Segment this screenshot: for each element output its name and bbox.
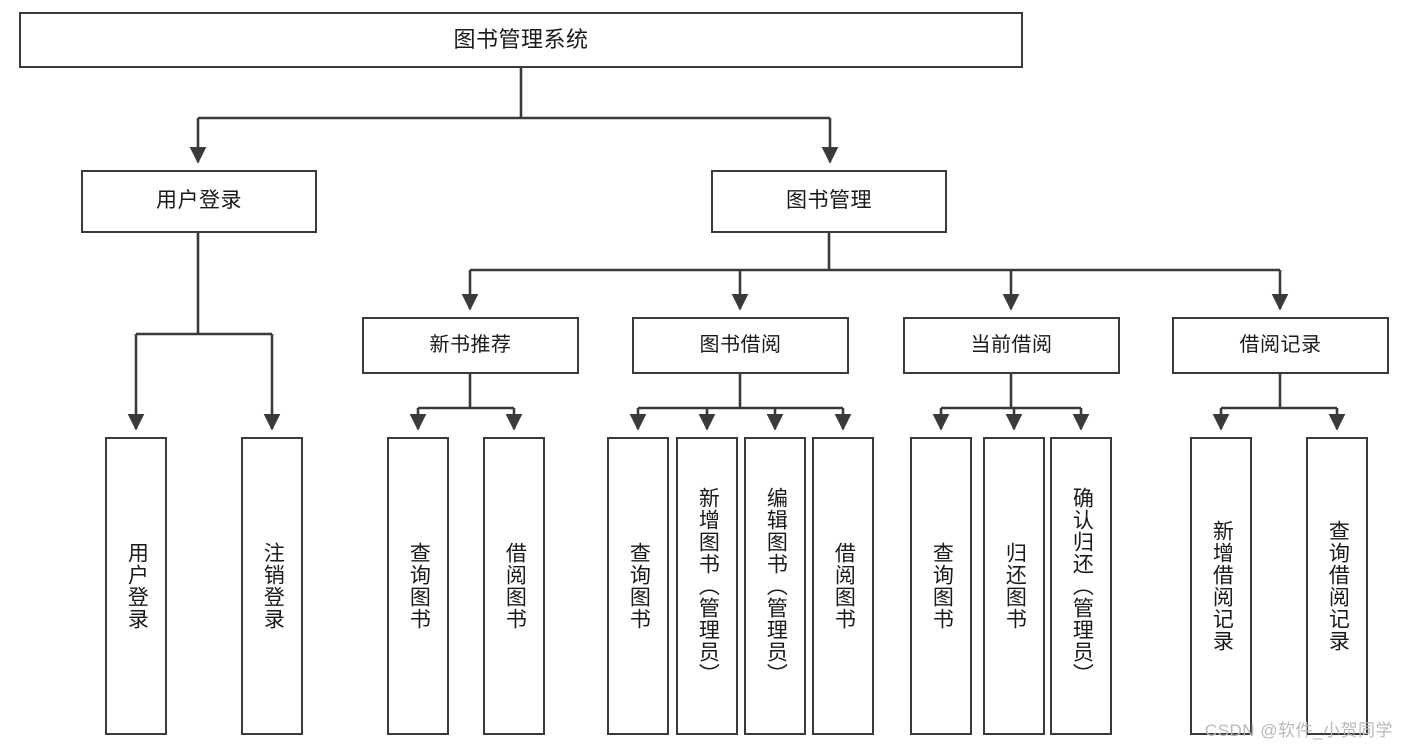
node-book-borrow[interactable]: 图书借阅 [632,317,849,374]
node-leaf-return-book[interactable]: 归还图书 [983,437,1045,735]
node-leaf-confirm-return[interactable]: 确认归还（管理员） [1050,437,1112,735]
node-leaf-query-book-1-label: 查询图书 [407,542,431,630]
node-leaf-borrow-book-2[interactable]: 借阅图书 [812,437,874,735]
node-new-book-recommend[interactable]: 新书推荐 [362,317,579,374]
node-new-book-recommend-label: 新书推荐 [429,334,512,356]
node-book-manage[interactable]: 图书管理 [711,170,947,233]
node-leaf-return-book-label: 归还图书 [1003,542,1027,630]
node-leaf-query-book-3-label: 查询图书 [930,542,954,630]
node-leaf-user-login-label: 用户登录 [125,542,149,630]
node-leaf-logout[interactable]: 注销登录 [241,437,303,735]
node-book-borrow-label: 图书借阅 [699,334,782,356]
node-root-label: 图书管理系统 [453,27,589,53]
node-leaf-query-book-3[interactable]: 查询图书 [910,437,972,735]
node-leaf-query-book-1[interactable]: 查询图书 [387,437,449,735]
node-leaf-query-record[interactable]: 查询借阅记录 [1306,437,1368,735]
node-leaf-borrow-book-1-label: 借阅图书 [503,542,527,630]
node-leaf-add-book-label: 新增图书（管理员） [696,487,720,685]
node-leaf-add-record[interactable]: 新增借阅记录 [1190,437,1252,735]
node-borrow-record-label: 借阅记录 [1239,334,1322,356]
node-leaf-edit-book-label: 编辑图书（管理员） [764,487,788,685]
node-leaf-borrow-book-2-label: 借阅图书 [832,542,856,630]
node-leaf-borrow-book-1[interactable]: 借阅图书 [483,437,545,735]
node-leaf-query-book-2[interactable]: 查询图书 [607,437,669,735]
node-leaf-edit-book[interactable]: 编辑图书（管理员） [744,437,806,735]
node-user-login-label: 用户登录 [156,189,242,213]
node-borrow-record[interactable]: 借阅记录 [1172,317,1389,374]
node-leaf-add-book[interactable]: 新增图书（管理员） [676,437,738,735]
node-leaf-query-record-label: 查询借阅记录 [1326,520,1350,652]
node-leaf-confirm-return-label: 确认归还（管理员） [1070,487,1094,685]
node-leaf-user-login[interactable]: 用户登录 [105,437,167,735]
node-current-borrow[interactable]: 当前借阅 [903,317,1120,374]
node-current-borrow-label: 当前借阅 [970,334,1053,356]
node-root[interactable]: 图书管理系统 [19,12,1023,68]
node-leaf-query-book-2-label: 查询图书 [627,542,651,630]
watermark: CSDN @软件_小贺同学 [1204,721,1393,740]
node-user-login[interactable]: 用户登录 [81,170,317,233]
node-book-manage-label: 图书管理 [786,189,872,213]
node-leaf-add-record-label: 新增借阅记录 [1210,520,1234,652]
node-leaf-logout-label: 注销登录 [261,542,285,630]
